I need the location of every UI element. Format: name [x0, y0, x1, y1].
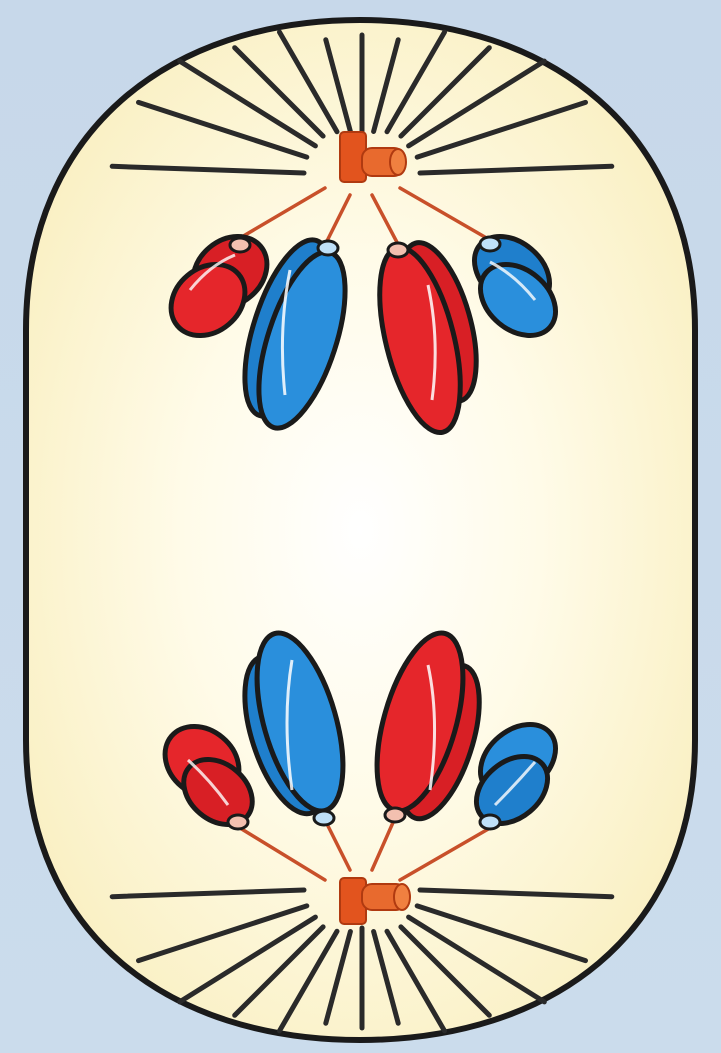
anaphase-diagram — [0, 0, 721, 1053]
diagram-canvas — [0, 0, 721, 1053]
